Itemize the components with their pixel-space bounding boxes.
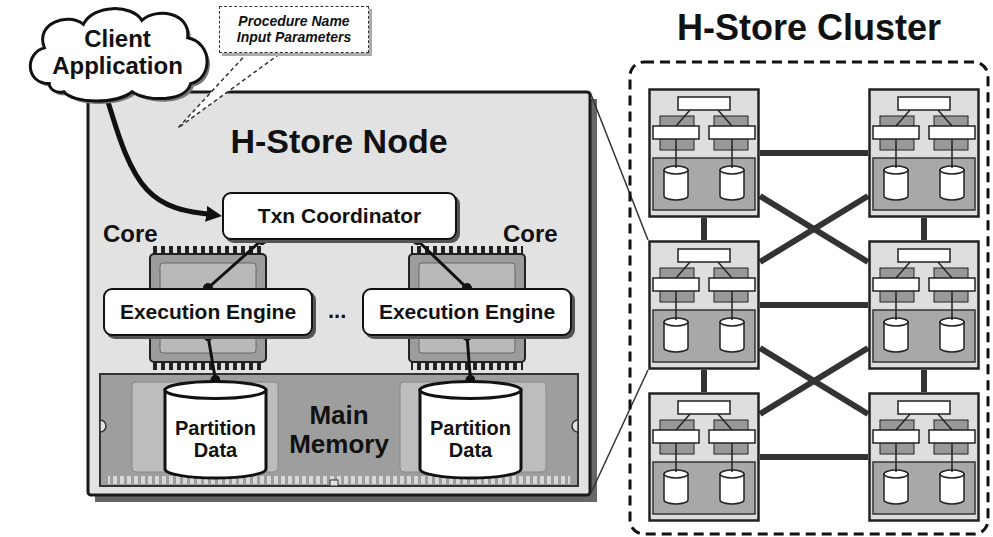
network-link	[921, 370, 927, 392]
wire	[467, 336, 471, 380]
cluster-outline	[630, 62, 988, 534]
wire	[417, 240, 467, 288]
partition-cylinder: Partition Data	[163, 380, 268, 480]
mini-node	[870, 394, 979, 521]
node-label: Client Application	[43, 26, 193, 80]
network-link	[701, 370, 707, 392]
node-label: Txn Coordinator	[258, 204, 421, 228]
network-link	[701, 218, 707, 240]
network-link	[760, 302, 868, 308]
network-link	[921, 218, 927, 240]
heading: H-Store Cluster	[628, 8, 990, 48]
node-label: Procedure Name Input Parameters	[226, 14, 362, 45]
network-link	[760, 348, 868, 414]
mini-node	[650, 242, 759, 369]
heading: H-Store Node	[88, 122, 590, 160]
coordinator-box: Txn Coordinator	[222, 192, 457, 240]
node-label: Partition Data	[170, 417, 262, 462]
mini-node	[870, 242, 979, 369]
cylinder-top	[165, 382, 266, 399]
engine-box: Execution Engine	[362, 288, 572, 336]
cloud-shape	[30, 9, 207, 101]
wire	[208, 240, 262, 288]
node-label: Main Memory	[282, 401, 397, 459]
network-link	[760, 348, 868, 414]
memory-notch	[100, 420, 106, 432]
chip-pins	[411, 362, 523, 370]
engine-box: Execution Engine	[103, 288, 313, 336]
request-arrow	[108, 101, 212, 215]
client-cloud: Client Application	[20, 2, 215, 104]
mini-node	[650, 90, 759, 217]
memory-band: Partition Data Partition Data Main Memory	[100, 374, 578, 486]
network-link	[760, 150, 868, 156]
callout-box: Procedure Name Input Parameters	[219, 6, 369, 53]
network-link	[760, 454, 868, 460]
mini-node	[650, 394, 759, 521]
memory-key	[330, 480, 338, 486]
ellipsis-label: ...	[328, 298, 346, 324]
chip-pins	[152, 362, 264, 370]
node-panel: Txn CoordinatorExecution Engine Execution…	[88, 92, 590, 495]
partition-cylinder: Partition Data	[418, 380, 523, 480]
memory-board	[100, 374, 578, 486]
cylinder-body	[420, 390, 521, 478]
node-panel	[88, 92, 590, 495]
network-link	[760, 196, 868, 262]
core-label: Core	[503, 220, 558, 248]
memory-notch	[572, 420, 578, 432]
cylinder-top	[420, 382, 521, 399]
node-label: Partition Data	[425, 417, 517, 462]
cylinder-body	[165, 390, 266, 478]
zoom-line	[590, 92, 648, 240]
mini-node	[870, 90, 979, 217]
wire	[208, 336, 216, 380]
network-link	[760, 196, 868, 262]
node-label: Execution Engine	[379, 300, 555, 324]
memory-module	[100, 374, 578, 486]
core-label: Core	[103, 220, 158, 248]
cluster-region: H-Store Cluster	[628, 4, 990, 534]
node-label: Execution Engine	[120, 300, 296, 324]
zoom-line	[590, 370, 648, 495]
